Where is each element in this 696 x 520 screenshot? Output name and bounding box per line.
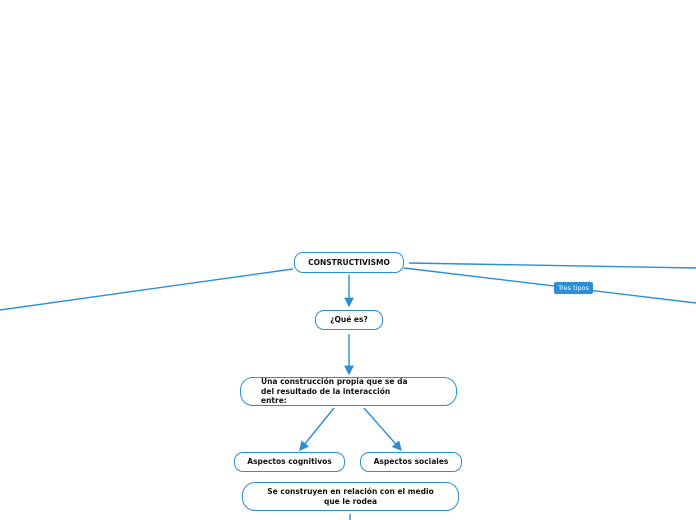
question-node[interactable]: ¿Qué es? [315,310,383,330]
definition-node[interactable]: Una construcción propia que se da del re… [240,377,457,406]
root-node-constructivismo[interactable]: CONSTRUCTIVISMO [294,252,404,273]
aspect-cognitive-node[interactable]: Aspectos cognitivos [234,452,345,472]
edge-label-tres-tipos[interactable]: Tres tipos [554,282,593,294]
context-node[interactable]: Se construyen en relación con el medio q… [242,482,459,511]
connector-root-to-right-upper [408,262,696,269]
connector-root-to-left [0,268,294,311]
aspect-social-node[interactable]: Aspectos sociales [360,452,462,472]
connector-root-to-right-lower [403,267,696,304]
connector-definition-to-cognitive [299,407,335,452]
connector-definition-to-social [363,407,402,452]
